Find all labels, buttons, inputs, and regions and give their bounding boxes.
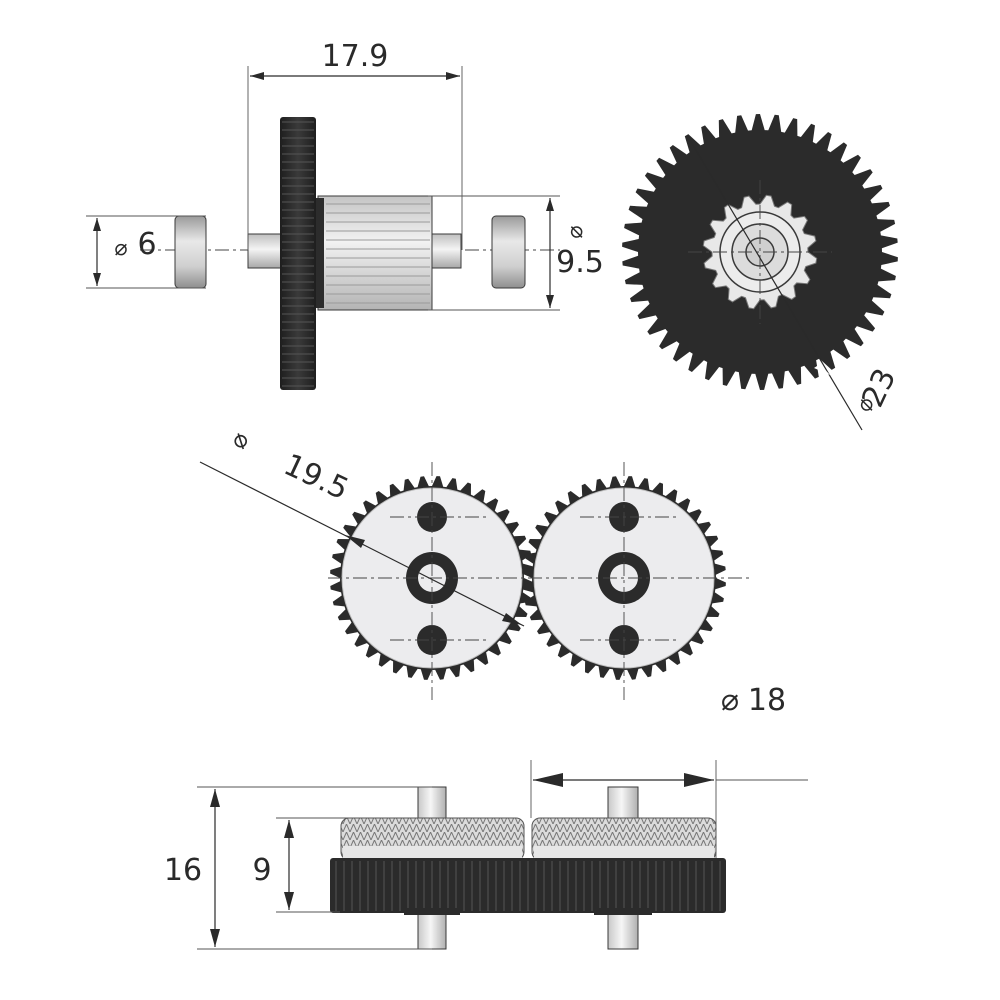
right-gear-collar	[594, 908, 652, 915]
drive-gear-outer-symbol: ⌀	[223, 428, 255, 454]
shaft-side-view: 17.9 ⌀ 6 ⌀ 9.5	[86, 39, 604, 390]
arrow-large-gear	[814, 364, 830, 375]
drive-gears-front-view: ⌀ 19.5 ⌀ 18	[199, 428, 786, 718]
large-gear-diameter-symbol: ⌀	[853, 398, 878, 411]
arrow-width-right	[684, 773, 714, 787]
left-hob-rim	[343, 846, 522, 860]
dim-drive-gear-pitch: 18	[748, 683, 786, 718]
arrow-drive-right	[502, 613, 522, 625]
dim-drive-gear-outer: 19.5	[278, 447, 353, 507]
arrow-drive-left	[345, 535, 365, 548]
large-gear-front-view: ⌀ 23	[622, 114, 903, 431]
gear-hub	[314, 198, 324, 308]
arrow-9-down	[284, 892, 294, 910]
pinion-side	[317, 195, 433, 311]
dim-pinion-diameter: 9.5	[556, 245, 604, 280]
dim-bearing-diameter: 6	[137, 227, 156, 262]
arrow-16-down	[210, 929, 220, 947]
drive-gears-side-view: 16 9	[164, 760, 808, 950]
arrow-up	[93, 218, 101, 231]
large-gear-side	[280, 117, 316, 390]
dim-line-large-gear	[689, 139, 863, 431]
drive-gear-pitch-symbol: ⌀	[721, 683, 739, 718]
arrow-up-2	[546, 198, 554, 211]
dim-hob-height: 9	[252, 853, 271, 888]
left-bearing	[174, 215, 207, 289]
arrow-left	[250, 72, 264, 80]
pinion-diameter-symbol: ⌀	[563, 225, 588, 238]
bearing-diameter-symbol: ⌀	[114, 236, 127, 261]
gear-pair-teeth	[335, 861, 721, 911]
right-hob-rim	[534, 846, 714, 860]
dim-shaft-length: 17.9	[322, 39, 389, 74]
arrow-down-2	[546, 295, 554, 308]
arrow-16-up	[210, 789, 220, 807]
arrow-9-up	[284, 820, 294, 838]
left-gear-collar	[404, 908, 460, 915]
pinion-teeth-lines	[326, 203, 430, 304]
arrow-width-left	[533, 773, 563, 787]
arrow-right	[446, 72, 460, 80]
arrow-down	[93, 273, 101, 286]
dim-assembly-height: 16	[164, 853, 202, 888]
right-bearing	[491, 215, 526, 289]
large-gear-side-teeth	[282, 121, 314, 387]
